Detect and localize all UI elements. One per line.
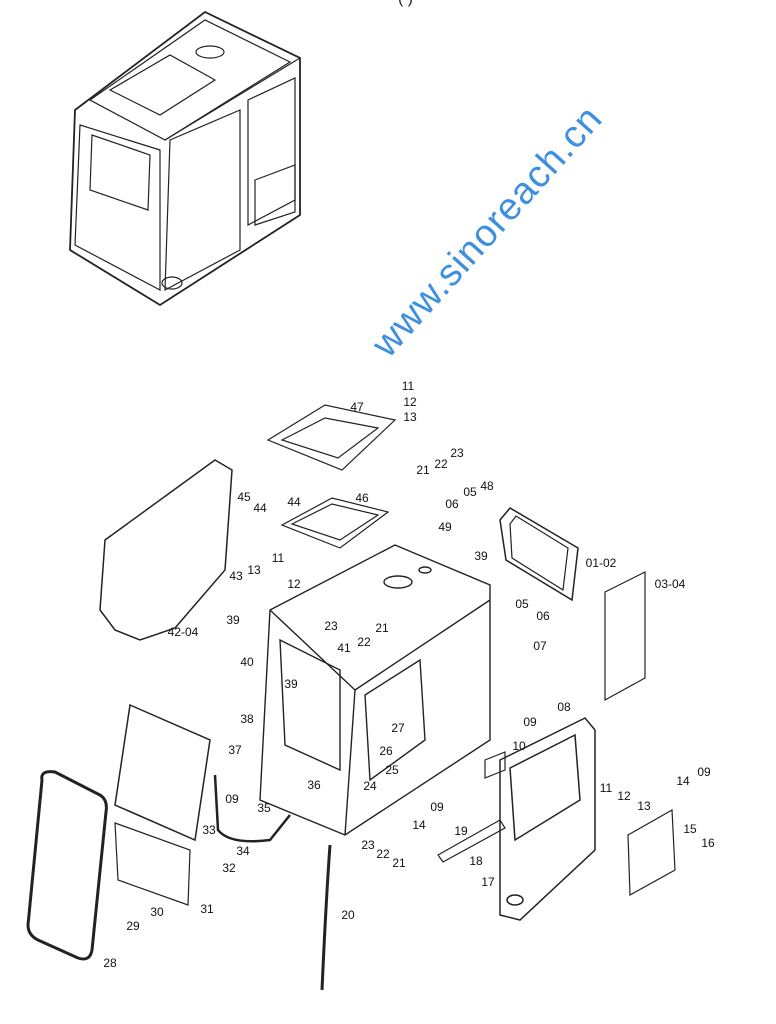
part-34-strip — [213, 774, 291, 843]
part-label: 09 — [225, 792, 239, 806]
part-label: 17 — [481, 875, 495, 889]
part-label: 36 — [307, 778, 321, 792]
part-label: 06 — [445, 497, 459, 511]
part-label: 44 — [253, 501, 267, 515]
part-label: 48 — [480, 479, 494, 493]
part-label: 34 — [236, 844, 250, 858]
part-label: 14 — [412, 818, 426, 832]
part-label: 18 — [469, 854, 483, 868]
part-label: 32 — [222, 861, 236, 875]
part-label: 03-04 — [654, 577, 686, 591]
part-label: 13 — [637, 799, 651, 813]
part-label: 46 — [355, 491, 369, 505]
part-label: 11 — [599, 781, 613, 795]
part-label: 08 — [557, 700, 571, 714]
part-label: 10 — [512, 739, 526, 753]
figure-number: ( ) — [398, 0, 413, 8]
part-label: 42-04 — [167, 625, 199, 639]
part-label: 09 — [697, 765, 711, 779]
part-42-04-side-glass — [99, 459, 233, 641]
part-label: 23 — [361, 838, 375, 852]
part-label: 09 — [523, 715, 537, 729]
part-label: 39 — [226, 613, 240, 627]
part-28-seal — [26, 770, 108, 961]
part-label: 22 — [376, 847, 390, 861]
part-label: 35 — [257, 801, 271, 815]
part-label: 21 — [375, 621, 389, 635]
part-label: 27 — [391, 721, 405, 735]
part-label: 05 — [515, 597, 529, 611]
part-label: 39 — [284, 677, 298, 691]
part-label: 30 — [150, 905, 164, 919]
part-label: 06 — [536, 609, 550, 623]
part-label: 40 — [240, 655, 254, 669]
part-label: 47 — [350, 400, 364, 414]
part-label: 23 — [450, 446, 464, 460]
part-label: 23 — [324, 619, 338, 633]
part-label: 20 — [341, 908, 355, 922]
part-label: 26 — [379, 744, 393, 758]
part-label: 11 — [271, 551, 285, 565]
part-label: 14 — [676, 774, 690, 788]
part-label: 16 — [701, 836, 715, 850]
part-label: 09 — [430, 800, 444, 814]
part-15-glass — [627, 808, 676, 897]
part-label: 41 — [337, 641, 351, 655]
part-label: 19 — [454, 824, 468, 838]
part-label: 37 — [228, 743, 242, 757]
part-03-04-glass — [604, 571, 646, 702]
part-label: 33 — [202, 823, 216, 837]
part-label: 12 — [403, 395, 417, 409]
part-label: 12 — [287, 577, 301, 591]
part-31-lower-glass — [114, 822, 191, 906]
part-46-roof-seal — [280, 497, 390, 549]
part-17-door — [499, 717, 596, 921]
part-label: 44 — [287, 495, 301, 509]
part-label: 38 — [240, 712, 254, 726]
part-label: 01-02 — [585, 556, 617, 570]
part-20-pillar-strip — [320, 844, 332, 991]
part-label: 13 — [247, 563, 261, 577]
part-label: 21 — [416, 463, 430, 477]
part-label: 05 — [463, 485, 477, 499]
part-label: 07 — [533, 639, 547, 653]
assembled-cab-view — [69, 10, 301, 307]
part-33-front-window — [114, 703, 211, 842]
part-label: 28 — [103, 956, 117, 970]
part-label: 43 — [229, 569, 243, 583]
part-label: 49 — [438, 520, 452, 534]
part-10-plate — [484, 751, 506, 779]
part-label: 22 — [357, 635, 371, 649]
part-label: 31 — [200, 902, 214, 916]
part-label: 13 — [403, 410, 417, 424]
part-label: 25 — [385, 763, 399, 777]
part-label: 45 — [237, 490, 251, 504]
part-label: 29 — [126, 919, 140, 933]
part-47-roof-glass — [266, 404, 397, 471]
part-label: 15 — [683, 822, 697, 836]
part-label: 39 — [474, 549, 488, 563]
cab-frame — [259, 544, 491, 836]
part-label: 12 — [617, 789, 631, 803]
part-01-02-glass — [499, 507, 579, 602]
part-label: 11 — [401, 379, 415, 393]
part-label: 24 — [363, 779, 377, 793]
part-label: 22 — [434, 457, 448, 471]
part-18-plate — [437, 819, 506, 863]
part-label: 21 — [392, 856, 406, 870]
